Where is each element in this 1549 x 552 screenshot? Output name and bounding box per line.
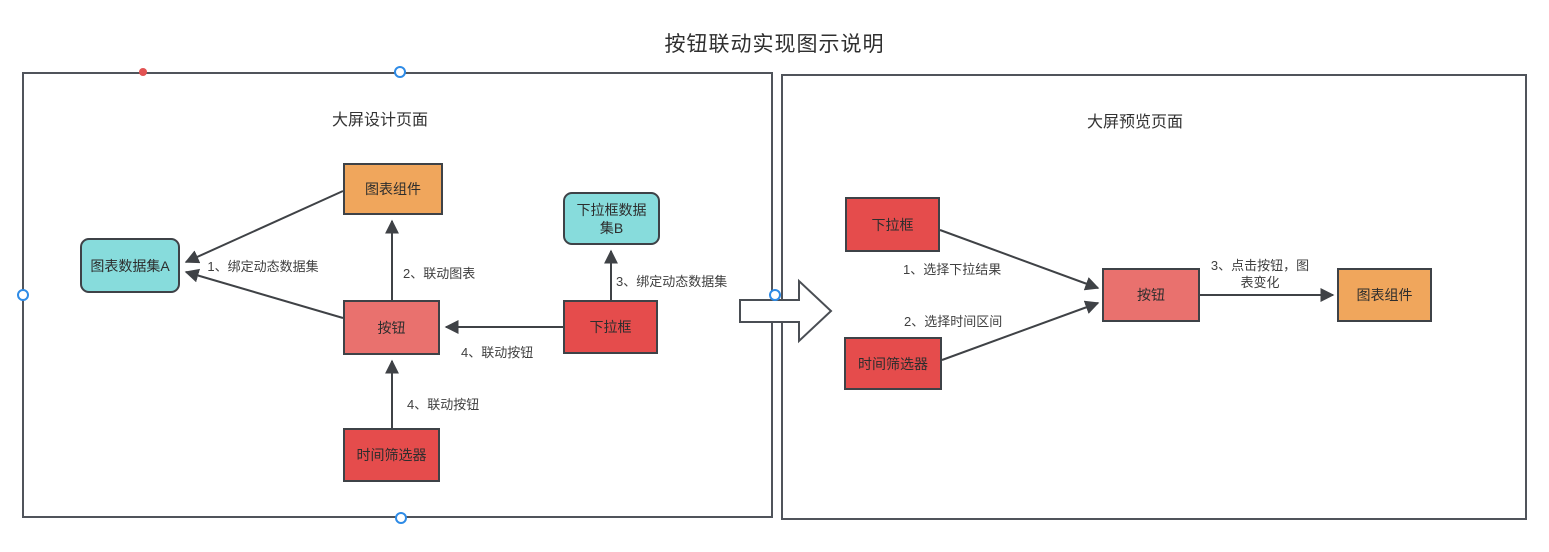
- design-chart-dataset-a-node[interactable]: 图表数据集A: [80, 238, 180, 293]
- transition-arrow[interactable]: [739, 278, 833, 344]
- edge-label-select-dropdown-result-1: 1、选择下拉结果: [903, 262, 1002, 277]
- diagram-title: 按钮联动实现图示说明: [664, 33, 885, 56]
- resize-handle-right[interactable]: [769, 289, 781, 301]
- node-label: 时间筛选器: [356, 447, 427, 463]
- node-label: 下拉框: [589, 319, 632, 335]
- edge-label-bind-dynamic-dataset-3: 3、绑定动态数据集: [616, 274, 728, 289]
- design-button-node[interactable]: 按钮: [343, 300, 440, 355]
- preview-chart-component-node[interactable]: 图表组件: [1337, 268, 1432, 322]
- node-label: 时间筛选器: [858, 355, 928, 372]
- node-label: 图表数据集A: [90, 257, 170, 274]
- edge-chart-component-to-dataset-a[interactable]: [184, 190, 344, 264]
- edge-dropdown-to-button-preview[interactable]: [939, 229, 1100, 291]
- design-time-filter-node[interactable]: 时间筛选器: [343, 428, 440, 482]
- preview-page-title: 大屏预览页面: [1087, 114, 1184, 131]
- resize-handle-left[interactable]: [17, 289, 29, 301]
- edge-label-click-button-chart-change-3: 3、点击按钮，图表变化: [1210, 258, 1310, 290]
- connection-point-red-handle[interactable]: [139, 68, 147, 76]
- edge-label-link-button-4-time: 4、联动按钮: [407, 397, 480, 412]
- preview-time-filter-node[interactable]: 时间筛选器: [844, 337, 942, 390]
- edge-label-bind-dynamic-dataset-1: 1、绑定动态数据集: [207, 259, 319, 274]
- design-dropdown-node[interactable]: 下拉框: [563, 300, 658, 354]
- preview-button-node[interactable]: 按钮: [1102, 268, 1200, 322]
- edge-label-select-time-range-2: 2、选择时间区间: [904, 314, 1003, 329]
- resize-handle-bottom[interactable]: [395, 512, 407, 524]
- preview-dropdown-node[interactable]: 下拉框: [845, 197, 940, 252]
- design-chart-component-node[interactable]: 图表组件: [343, 163, 443, 215]
- node-label: 图表组件: [1356, 287, 1413, 303]
- node-label: 下拉框数据集B: [576, 201, 647, 236]
- design-dropdown-dataset-b-node[interactable]: 下拉框数据集B: [563, 192, 660, 245]
- design-page-title: 大屏设计页面: [332, 112, 429, 129]
- edge-button-to-dataset-a[interactable]: [184, 268, 344, 319]
- node-label: 图表组件: [365, 181, 421, 197]
- edge-label-link-button-4-dropdown: 4、联动按钮: [461, 345, 534, 360]
- node-label: 按钮: [377, 319, 406, 336]
- resize-handle-top[interactable]: [394, 66, 406, 78]
- edge-time-filter-to-button-preview[interactable]: [941, 300, 1100, 361]
- node-label: 按钮: [1137, 287, 1165, 303]
- edge-label-link-chart-2: 2、联动图表: [403, 266, 476, 281]
- node-label: 下拉框: [871, 216, 914, 233]
